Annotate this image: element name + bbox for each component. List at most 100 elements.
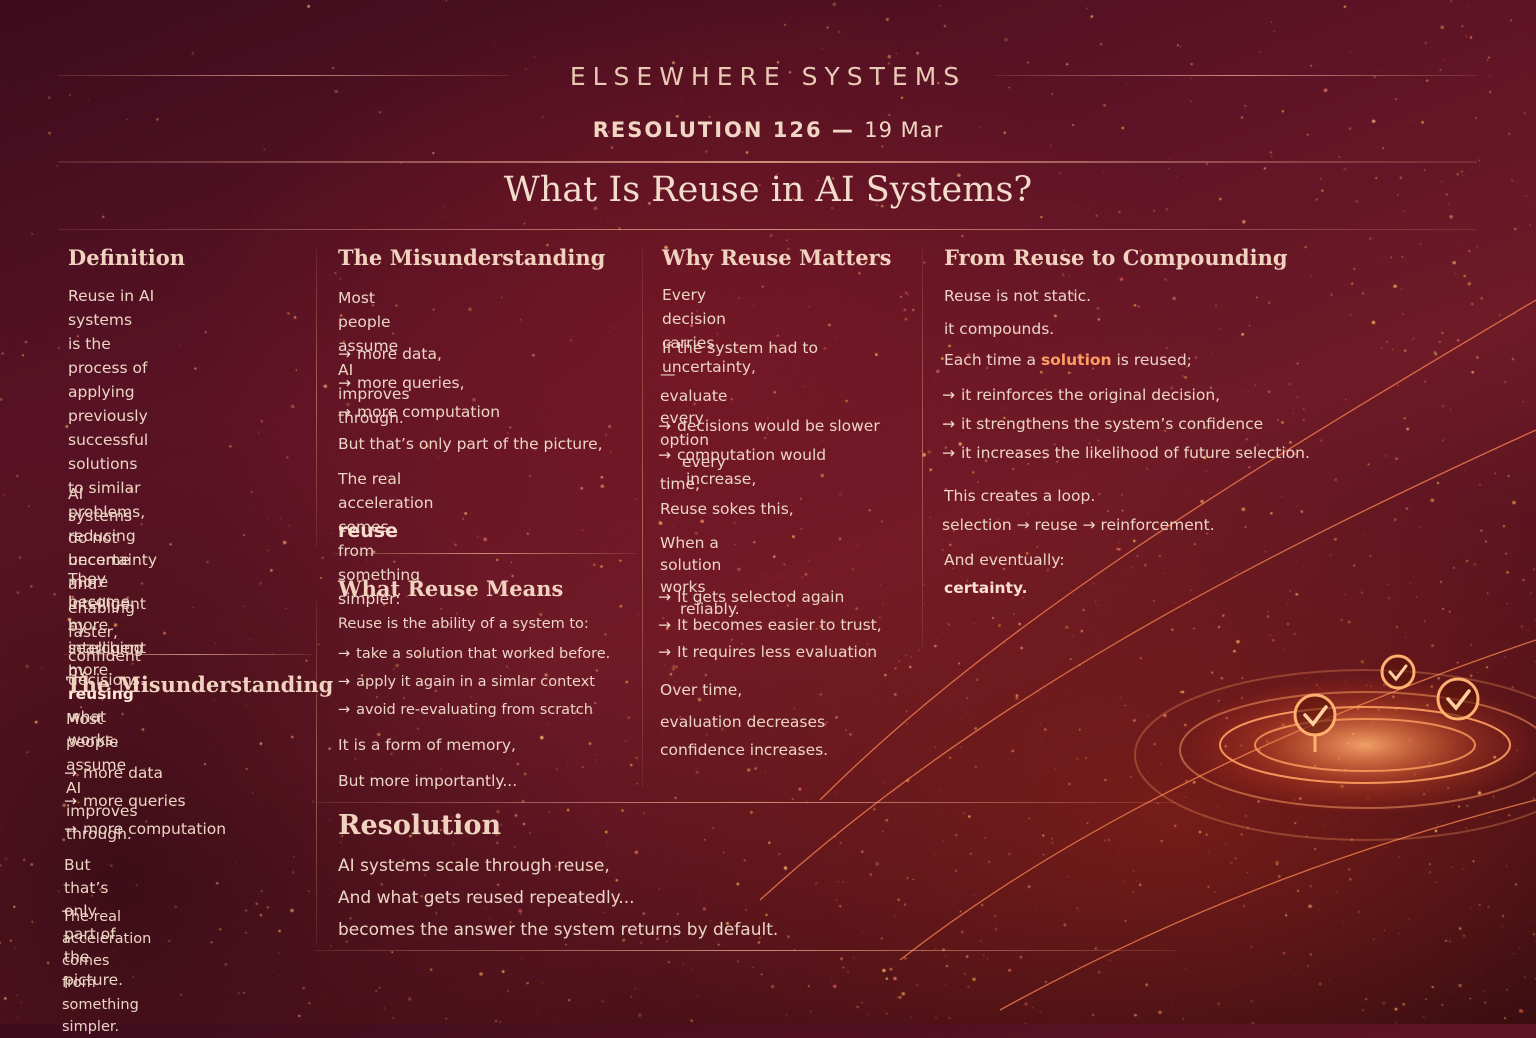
list-item-label: more queries, (357, 374, 465, 392)
page-title: What Is Reuse in AI Systems? (503, 170, 1033, 210)
arrow-right-icon: → (942, 444, 955, 462)
keyword-solution: solution (1040, 351, 1112, 369)
definition-paragraph-3: They become more intelligent by reusing … (68, 568, 146, 752)
text-line: The real acceleration comes (338, 470, 434, 536)
list-item: →more data (64, 762, 163, 784)
why-p4: When a solution works reliably. (660, 532, 740, 620)
text-line: previously successful (68, 407, 149, 449)
section-divider (64, 654, 312, 655)
list-item: →more data, (338, 343, 442, 365)
why-p1: Every decision carries uncertainty, (662, 283, 756, 379)
list-item-label: it strengthens the system’s confidence (961, 415, 1264, 433)
text-line: reliably. (680, 600, 740, 618)
resolution-date: 19 Mar (864, 118, 944, 142)
definition-heading: Definition (68, 245, 186, 270)
column-divider (316, 600, 317, 945)
list-item: →more queries, (338, 372, 465, 394)
text-line: AI systems do not (68, 485, 133, 547)
resolution-line: And what gets reused repeatedly... (338, 888, 635, 908)
list-item-label: it reinforces the original decision, (961, 386, 1221, 404)
list-item-label: It gets selectod again (677, 588, 845, 606)
arrow-right-icon: → (338, 345, 351, 363)
list-item-label: more computation (83, 820, 227, 838)
arrow-right-icon: → (1016, 516, 1030, 534)
compounding-p1: Reuse is not static. (944, 287, 1092, 305)
text-line: intelligent by (68, 639, 146, 680)
misunderstanding-left-intro: Most people assume AI improves through. (66, 708, 138, 846)
text-line: become more intelligent (68, 551, 146, 613)
title-top-rule (58, 161, 1477, 163)
list-item-label: avoid re-evaluating from scratch (356, 702, 593, 718)
text-line: improves through. (66, 802, 138, 843)
text-line: enabling faster, confident (68, 599, 141, 665)
text-fragment: Each time a (944, 351, 1041, 369)
title-bottom-rule (58, 229, 1477, 230)
resolution-line: becomes the answer the system returns by… (338, 920, 779, 940)
text-line: what works. (68, 708, 119, 749)
text-line: is the process of applying (68, 335, 148, 401)
definition-text: Reuse in AI systems is the process of ap… (68, 284, 157, 692)
loop-step: selection (942, 516, 1012, 534)
text-line: solutions to similar (68, 455, 141, 497)
misunderstanding-left-p3: The real acceleration comes from somethi… (62, 906, 151, 1038)
list-item-label: computation would (677, 446, 827, 464)
text-line: every time, (660, 453, 726, 493)
arrow-right-icon: → (658, 417, 671, 435)
list-item: →It gets selectod again (658, 586, 844, 608)
resolution-number: RESOLUTION 126 — 19 Mar (0, 118, 1536, 142)
list-item-label: more data (83, 764, 163, 782)
check-badge-icon (1436, 677, 1480, 721)
keyword-reusing: reusing (68, 685, 134, 703)
why-p6: evaluation decreases (660, 713, 826, 731)
check-badge-icon (1293, 693, 1337, 752)
list-item: →It requires less evaluation (658, 641, 877, 663)
why-p3: Reuse sokes this, (660, 500, 794, 518)
text-line: They become more (68, 570, 131, 634)
keyword-certainty: certainty. (944, 579, 1028, 597)
text-line: from something simpler. (62, 975, 139, 1035)
arrow-right-icon: → (658, 616, 671, 634)
list-item: → decisions would be slower (658, 415, 880, 437)
list-item-label: apply it again in a simlar context (356, 674, 595, 690)
text-line: decisions. (68, 671, 145, 689)
check-badge-icon (1380, 654, 1416, 690)
arrow-right-icon: → (658, 643, 671, 661)
misunderstanding-left-heading: The Misunderstanding (66, 672, 334, 697)
brand-name: ELSEWHERE SYSTEMS (569, 62, 967, 91)
misunderstanding-left-p2: But that’s only part of the picture. (64, 854, 123, 992)
list-item-label: more computation (357, 403, 501, 421)
why-p5: Over time, (660, 681, 743, 699)
misunderstanding-mid-intro: Most people assume AI improves through. (338, 286, 410, 430)
text-line: uncertainty, (662, 358, 756, 376)
bottom-divider (316, 950, 1176, 951)
why-dash-item: — evaluate every option every time, (660, 363, 727, 495)
text-line: from something simpler: (338, 542, 421, 608)
arrow-right-icon: → (942, 415, 955, 433)
list-item: →more computation (64, 818, 226, 840)
list-item: →apply it again in a simlar context (338, 671, 595, 693)
compounding-heading: From Reuse to Compounding (944, 245, 1288, 270)
misunderstanding-mid-heading: The Misunderstanding (338, 245, 606, 270)
arrow-right-icon: → (338, 646, 351, 662)
arrow-right-icon: → (64, 792, 77, 810)
compounding-p4: This creates a loop. (944, 487, 1096, 505)
list-item: → it increases the likelihood of future s… (942, 442, 1310, 464)
text-line: problems, reducing (68, 503, 146, 545)
text-line: Most people assume AI (338, 289, 399, 379)
list-item-label: it increases the likelihood of future se… (961, 444, 1310, 462)
arrow-right-icon: → (1082, 516, 1096, 534)
definition-paragraph-2: AI systems do not become more intelligen… (68, 483, 146, 681)
compounding-p5: And eventually: (944, 551, 1065, 569)
list-item: →it reinforces the original decision, (942, 384, 1220, 406)
resolution-divider (316, 802, 1176, 803)
list-item-label: decisions would be slower (677, 417, 880, 435)
why-reuse-matters-heading: Why Reuse Matters (662, 245, 892, 270)
what-reuse-means-heading: What Reuse Means (338, 576, 564, 601)
text-line: But that’s only part of the (64, 856, 116, 966)
text-line: When a solution works (660, 534, 722, 596)
resolution-heading: Resolution (338, 810, 502, 841)
text-line: Every decision carries (662, 286, 726, 352)
list-item-label: increase, (686, 470, 757, 488)
